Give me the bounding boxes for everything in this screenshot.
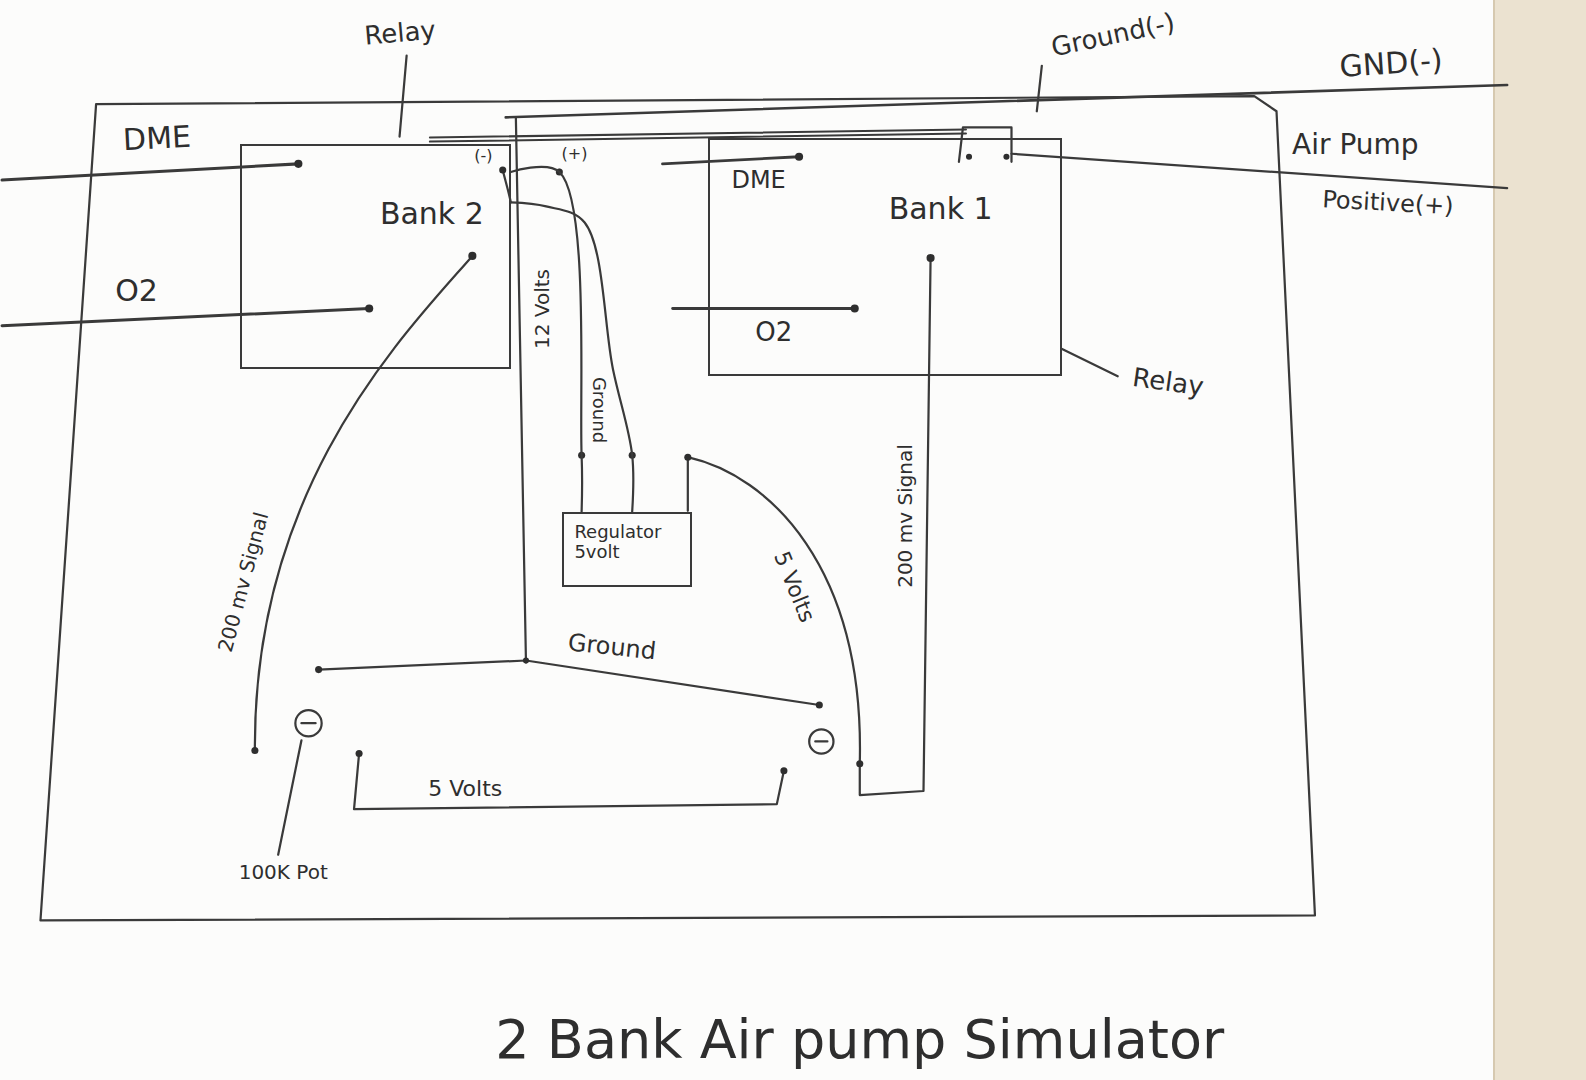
terminal-dot [365, 304, 373, 312]
leader-line [1062, 349, 1118, 376]
dme-wire [2, 164, 298, 180]
wire-label: 200 mv Signal [894, 444, 916, 588]
regulator-lead [687, 457, 689, 511]
ground-wire [319, 661, 820, 706]
wire-label: Ground(-) [1048, 8, 1177, 62]
signal-wire [255, 256, 472, 751]
signal-name: O2 [755, 317, 792, 346]
terminal-dot [684, 454, 691, 461]
air-pump-positive-wire [1012, 154, 1508, 188]
terminal-dot [294, 160, 302, 168]
wire-label: 5 Volts [428, 777, 502, 801]
wire-label: 5 Volts [769, 548, 819, 626]
terminal-dot [780, 767, 787, 774]
wire-label: Air Pump [1292, 129, 1419, 160]
callout-label: Relay [363, 16, 437, 51]
relay-coil-wire [430, 129, 966, 141]
dme-wire [663, 157, 800, 164]
wire-label: Ground [589, 377, 609, 443]
wire-label: Positive(+) [1321, 187, 1454, 220]
signal-name: DME [122, 119, 192, 156]
diagram-title: 2 Bank Air pump Simulator [495, 1010, 1224, 1069]
terminal-dot [966, 154, 972, 160]
pin-name: (+) [562, 145, 588, 163]
node-text: Bank 2 [380, 197, 484, 232]
node-text: Bank 1 [889, 192, 993, 227]
signal-wire [860, 258, 931, 795]
leader-line [400, 56, 407, 137]
ground-wire [516, 117, 526, 662]
potentiometer-symbol [809, 729, 833, 753]
potentiometer-symbol [295, 710, 321, 736]
node-text: Regulator 5volt [574, 522, 679, 563]
terminal-dot [356, 750, 363, 757]
signal-name: O2 [115, 274, 158, 307]
terminal-dot [816, 701, 823, 708]
ground-wire [506, 85, 1507, 117]
wire-label: 12 Volts [531, 269, 553, 349]
terminal-dot [499, 166, 506, 173]
terminal-dot [251, 747, 258, 754]
potentiometer-symbol [301, 722, 315, 724]
o2-wire [2, 309, 369, 326]
wire-label: 200 mv Signal [214, 509, 272, 653]
callout-label: 100K Pot [239, 861, 328, 883]
wire-connector [511, 202, 633, 512]
leader-line [278, 740, 301, 854]
paper-edge-line [1493, 0, 1495, 1080]
wire-label: GND(-) [1338, 43, 1443, 83]
terminal-dot [851, 304, 859, 312]
signal-name: DME [731, 167, 785, 193]
relay-terminal-bracket [959, 127, 1012, 161]
five-volt-wire [688, 457, 860, 763]
terminal-dot [795, 153, 803, 161]
wire-label: Ground [567, 630, 658, 665]
terminal-dot [468, 252, 476, 260]
terminal-dot [523, 657, 529, 663]
paper-edge [1494, 0, 1586, 1080]
five-volt-wire [354, 754, 784, 810]
terminal-dot [927, 254, 935, 262]
terminal-dot [856, 760, 863, 767]
relay-box: Bank 2 [240, 144, 511, 370]
regulator-box: Regulator 5volt [562, 512, 691, 587]
o2-wire [673, 307, 855, 310]
leader-line [1037, 66, 1042, 112]
callout-label: Relay [1131, 363, 1206, 401]
terminal-dot [315, 666, 322, 673]
wire-connector [511, 167, 582, 512]
terminal-dot [1003, 154, 1009, 160]
enclosure-outline [40, 96, 1314, 920]
potentiometer-symbol [815, 740, 827, 742]
pin-name: (-) [474, 147, 492, 165]
